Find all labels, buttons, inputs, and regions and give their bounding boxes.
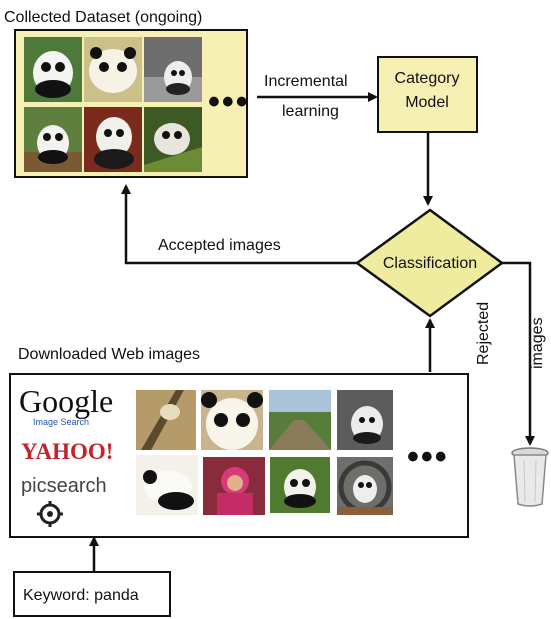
web-photo xyxy=(203,457,265,515)
google-logo: Google Image Search xyxy=(19,385,113,427)
classification-diamond xyxy=(354,208,505,318)
picsearch-logo: picsearch xyxy=(21,475,126,535)
downloaded-images-title: Downloaded Web images xyxy=(18,346,201,363)
arrow-accepted xyxy=(121,184,357,265)
category-model-label-line2: Model xyxy=(405,94,449,111)
downloaded-images-box: Google Image Search YAHOO! picsearch ••• xyxy=(9,373,469,538)
classification-label: Classification xyxy=(382,255,478,272)
google-logo-text: Google xyxy=(19,383,114,419)
trash-bin-icon xyxy=(511,447,549,507)
keyword-box: Keyword: panda xyxy=(13,571,171,617)
collected-dataset-box: ••• xyxy=(14,29,248,178)
yahoo-logo: YAHOO! xyxy=(21,439,114,464)
panda-photo xyxy=(84,107,142,172)
arrow-rejected xyxy=(502,261,535,446)
collected-dataset-title: Collected Dataset (ongoing) xyxy=(4,9,203,26)
incremental-learning-line1: Incremental xyxy=(264,73,348,90)
web-photo xyxy=(136,390,196,450)
web-photo xyxy=(337,457,393,515)
web-photo xyxy=(270,457,330,513)
web-photo xyxy=(201,390,263,450)
web-photo xyxy=(136,455,198,515)
panda-photo xyxy=(24,37,82,102)
picsearch-logo-text: picsearch xyxy=(21,475,107,497)
rejected-label-line2: images xyxy=(529,317,546,369)
collected-ellipsis: ••• xyxy=(208,83,250,121)
panda-photo xyxy=(24,107,82,172)
downloaded-ellipsis: ••• xyxy=(407,438,449,476)
web-photo xyxy=(337,390,393,450)
panda-photo xyxy=(84,37,142,102)
category-model-label-line1: Category xyxy=(394,70,460,87)
category-model-box: Category Model xyxy=(377,56,478,133)
panda-photo xyxy=(144,37,202,102)
incremental-learning-line2: learning xyxy=(282,103,339,120)
panda-photo xyxy=(144,107,202,172)
rejected-label-line1: Rejected xyxy=(475,301,492,365)
web-photo xyxy=(269,390,331,450)
accepted-images-label: Accepted images xyxy=(158,237,281,254)
gear-icon xyxy=(37,501,63,527)
google-logo-subtitle: Image Search xyxy=(33,417,90,427)
keyword-label: Keyword: panda xyxy=(23,587,139,604)
